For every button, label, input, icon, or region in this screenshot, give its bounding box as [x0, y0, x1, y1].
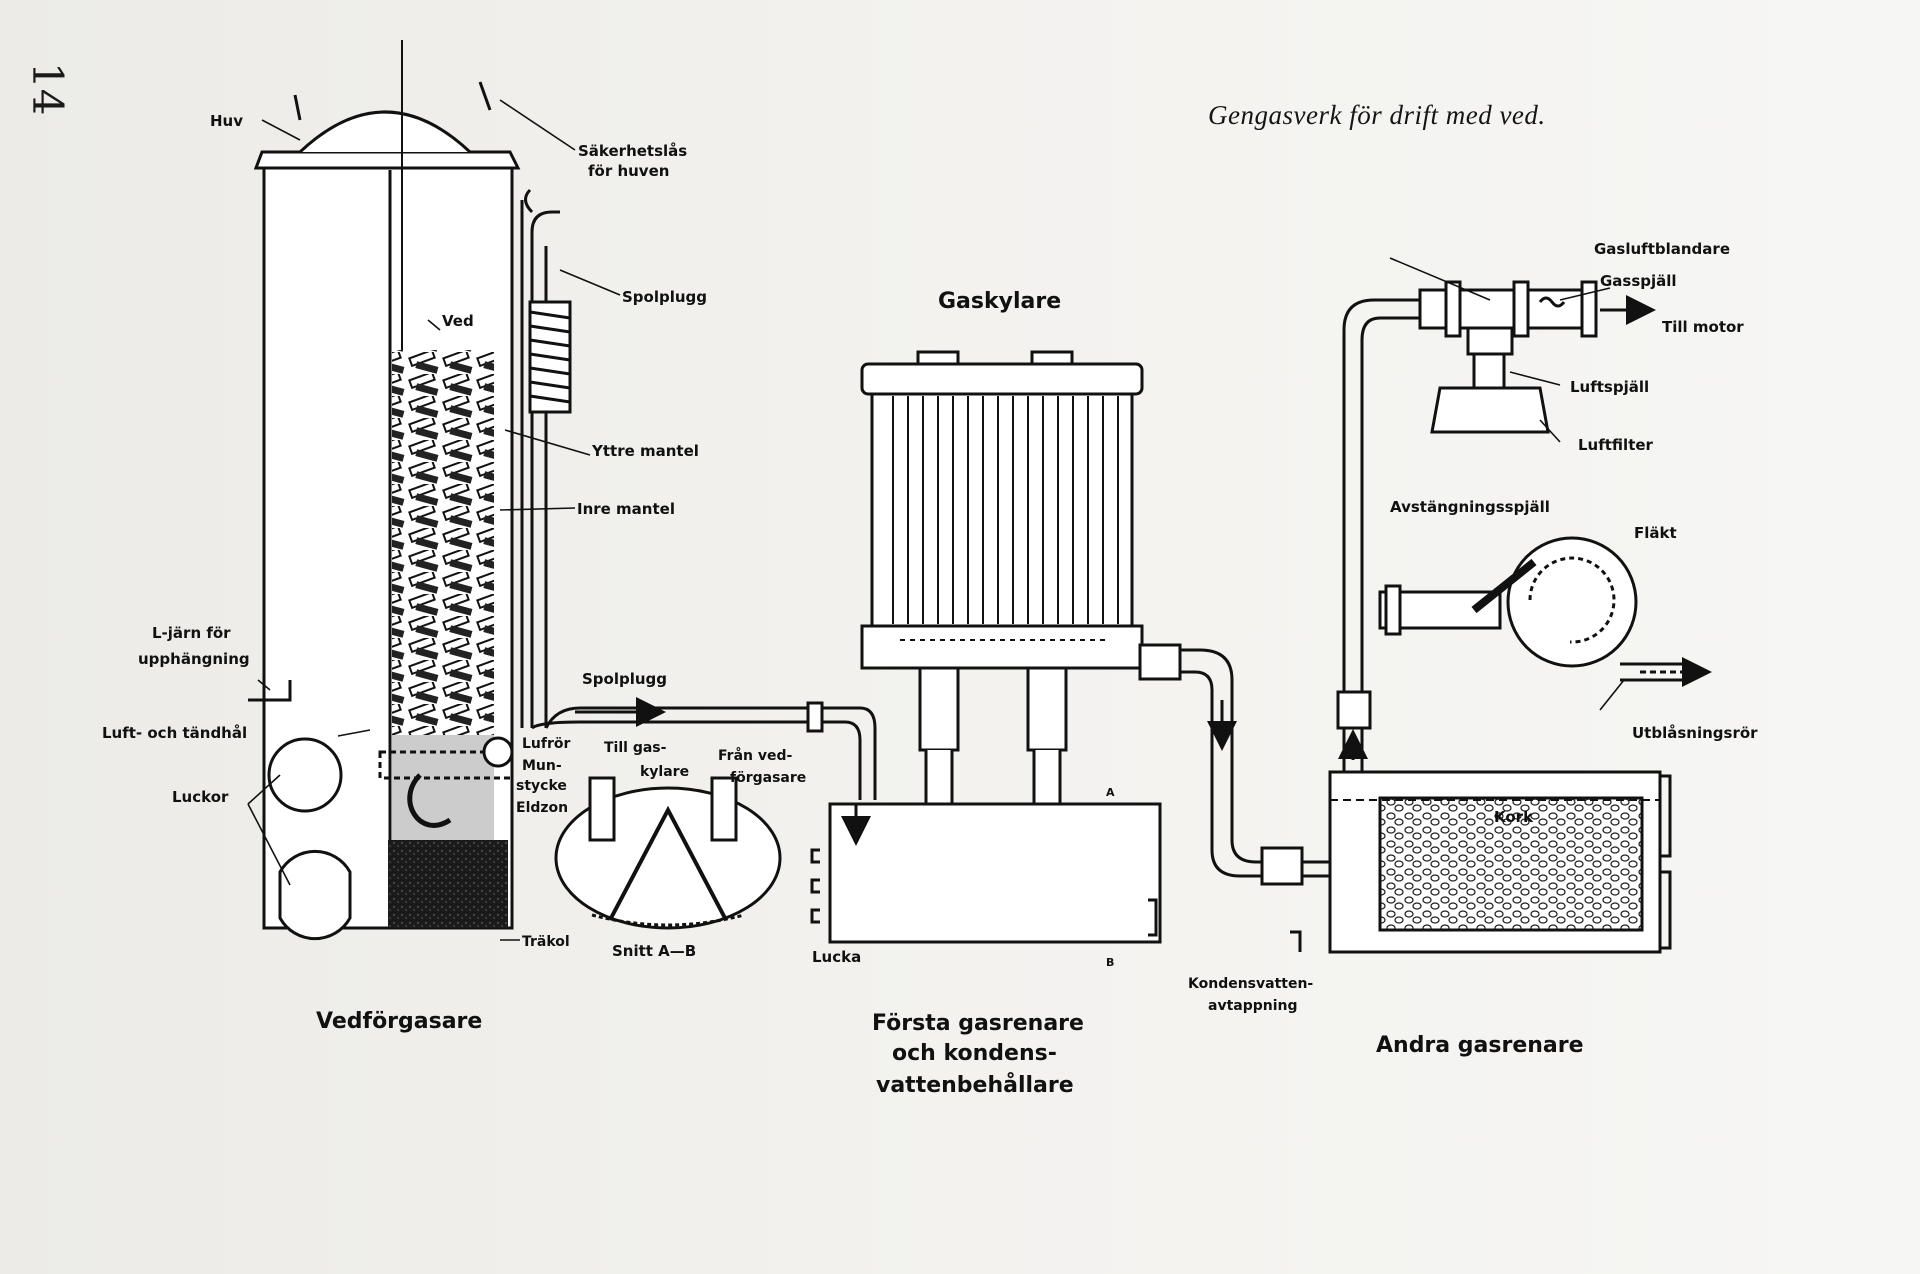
label-hatches: Luckor: [172, 788, 229, 806]
label-condensate-1: Kondensvatten-: [1188, 976, 1313, 992]
label-ved: Ved: [442, 312, 474, 330]
first-cleaner-tank: [828, 802, 1162, 944]
first-gas-cleaner: [810, 802, 1162, 944]
title-wood-gasifier: Vedförgasare: [316, 1009, 482, 1034]
cooler-core: [870, 392, 1134, 628]
hood-dome: [298, 110, 472, 154]
label-l-bracket-2: upphängning: [138, 650, 250, 668]
label-air-tube: Lufrör: [522, 736, 571, 752]
label-huv: Huv: [210, 112, 243, 130]
label-air-damper: Luftspjäll: [1570, 378, 1649, 396]
hatch-upper: [267, 737, 343, 813]
label-section-a-b: Snitt A—B: [612, 942, 696, 960]
gas-cooler: [860, 350, 1144, 818]
label-exhaust-pipe: Utblåsningsrör: [1632, 724, 1758, 742]
marker-b: B: [1106, 956, 1114, 969]
label-shutoff-damper: Avstängningsspjäll: [1390, 498, 1550, 516]
label-to-cooler-2: kylare: [640, 764, 689, 780]
title-first-cleaner-3: vattenbehållare: [876, 1072, 1074, 1098]
charcoal-fill: [388, 840, 508, 928]
pipe-cooler-to-second-cleaner: [1138, 643, 1330, 886]
cork-fill: [1378, 796, 1644, 932]
nozzle: [482, 736, 514, 768]
air-tube: [378, 750, 514, 780]
gas-air-mixer: [1418, 280, 1656, 434]
wood-fill: [392, 350, 494, 735]
label-gas-cooler: Gaskylare: [938, 289, 1061, 314]
title-first-cleaner-1: Första gasrenare: [872, 1011, 1084, 1036]
label-to-cooler-1: Till gas-: [604, 740, 667, 756]
label-fire-zone: Eldzon: [516, 800, 568, 816]
label-air-filter: Luftfilter: [1578, 436, 1654, 454]
label-air-ignition-hole: Luft- och tändhål: [102, 724, 247, 742]
label-flush-plug-top: Spolplugg: [622, 288, 707, 306]
l-bracket: [248, 680, 292, 702]
figure-caption: Gengasverk för drift med ved.: [1208, 100, 1546, 130]
hood-latch: [478, 81, 492, 111]
hatch-lower: [278, 849, 352, 941]
title-first-cleaner-2: och kondens-: [892, 1041, 1057, 1066]
second-gas-cleaner: [1290, 770, 1672, 954]
pipe-gasifier-to-cooler: [524, 188, 877, 800]
label-fan: Fläkt: [1634, 524, 1677, 542]
fan: [1378, 536, 1712, 687]
cross-section-a-b: [554, 776, 782, 930]
fire-zone-arrow: [407, 773, 452, 828]
wood-gasifier: [248, 40, 524, 941]
label-condensate-2: avtappning: [1208, 998, 1298, 1014]
marker-a: A: [1106, 786, 1115, 799]
label-from-gasifier-1: Från ved-: [718, 747, 793, 764]
label-nozzle-1: Mun-: [522, 758, 562, 774]
label-charcoal: Träkol: [522, 934, 570, 950]
title-second-cleaner: Andra gasrenare: [1376, 1033, 1584, 1058]
cooler-bottom-header: [860, 624, 1144, 670]
label-from-gasifier-2: förgasare: [730, 770, 806, 786]
label-cork: Kork: [1494, 808, 1534, 826]
label-safety-lock-1: Säkerhetslås: [578, 142, 687, 160]
leader-lines: [247, 99, 1625, 941]
air-filter-shape: [1430, 386, 1550, 434]
label-to-engine: Till motor: [1662, 318, 1744, 336]
label-nozzle-2: stycke: [516, 778, 567, 794]
label-flush-plug-bottom: Spolplugg: [582, 670, 667, 688]
cooler-top-header: [860, 362, 1144, 396]
riser-pipe: [1336, 298, 1420, 772]
label-l-bracket-1: L-järn för: [152, 624, 231, 642]
hood-rim: [253, 150, 521, 170]
label-gas-damper: Gasspjäll: [1600, 272, 1677, 290]
label-safety-lock-2: för huven: [588, 162, 669, 180]
label-lucka: Lucka: [812, 948, 861, 966]
label-inner-mantle: Inre mantel: [577, 500, 675, 518]
label-gas-air-mixer: Gasluftblandare: [1594, 240, 1730, 258]
hood-handle-left: [293, 94, 302, 121]
label-outer-mantle: Yttre mantel: [591, 442, 699, 460]
